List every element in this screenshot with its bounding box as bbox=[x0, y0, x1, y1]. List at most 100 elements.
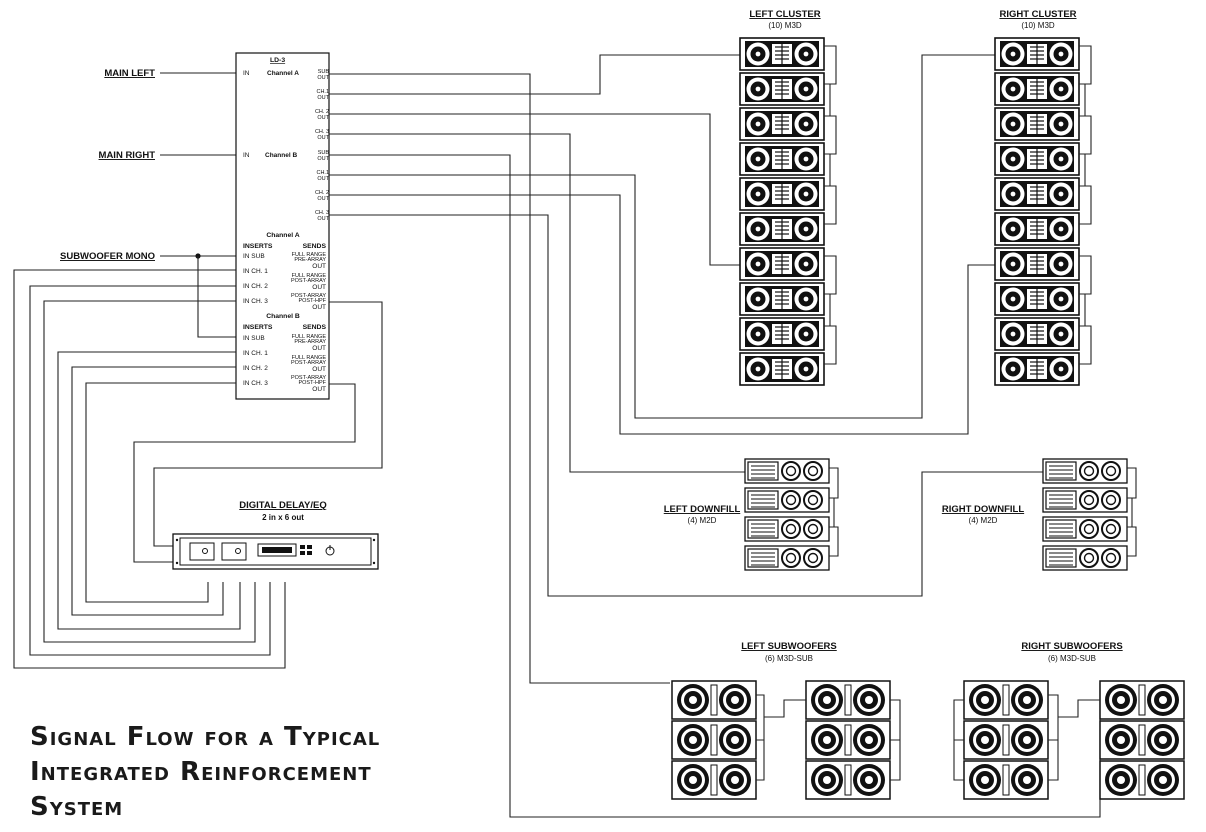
left-subwoofers-title: LEFT SUBWOOFERS bbox=[741, 641, 837, 652]
delay-knob-2 bbox=[235, 548, 241, 554]
send-a2-mid: POST-ARRAY bbox=[291, 278, 326, 284]
out-a-ch2-2: OUT bbox=[317, 115, 329, 121]
right-downfill-speaker bbox=[1042, 516, 1128, 542]
inserts-channel-b-label: Channel B bbox=[266, 313, 300, 320]
left-cluster-speaker bbox=[739, 177, 825, 211]
left-downfill-speaker bbox=[744, 458, 830, 484]
insert-b-sub: IN SUB bbox=[243, 335, 265, 342]
out-b-ch3-2: OUT bbox=[317, 216, 329, 222]
out-a-sub-1: SUB bbox=[318, 69, 330, 75]
left-cluster-speaker bbox=[739, 212, 825, 246]
right-cluster: RIGHT CLUSTER (10) M3D bbox=[994, 9, 1092, 386]
insert-a-ch3: IN CH. 3 bbox=[243, 298, 268, 305]
right-downfill: RIGHT DOWNFILL (4) M2D bbox=[942, 458, 1137, 571]
left-subwoofer bbox=[805, 720, 891, 760]
delay-module-2 bbox=[221, 542, 247, 561]
left-cluster-subtitle: (10) M3D bbox=[768, 21, 802, 30]
main-right-label: MAIN RIGHT bbox=[99, 150, 156, 161]
left-downfill-speaker bbox=[744, 516, 830, 542]
ld3-in-b: IN bbox=[243, 152, 250, 159]
out-b-ch2-1: CH. 2 bbox=[315, 190, 329, 196]
out-b-ch2-2: OUT bbox=[317, 196, 329, 202]
out-a-ch1-2: OUT bbox=[317, 95, 329, 101]
send-a1-mid: PRE-ARRAY bbox=[294, 257, 326, 263]
ld3-processor: LD-3 IN Channel A IN Channel B SUB OUT C… bbox=[235, 52, 330, 400]
inserts-b-label: INSERTS bbox=[243, 324, 273, 331]
right-subwoofers-subtitle: (6) M3D-SUB bbox=[1048, 654, 1096, 663]
insert-b-ch2: IN CH. 2 bbox=[243, 365, 268, 372]
left-cluster-title: LEFT CLUSTER bbox=[749, 9, 820, 20]
sends-a-label: SENDS bbox=[303, 243, 327, 250]
right-downfill-subtitle: (4) M2D bbox=[969, 516, 998, 525]
left-subwoofers: LEFT SUBWOOFERS (6) M3D-SUB bbox=[671, 641, 901, 800]
main-right-input: MAIN RIGHT bbox=[99, 150, 236, 161]
diagram-title: Signal Flow for a Typical Integrated Rei… bbox=[30, 720, 450, 825]
out-b-sub-2: OUT bbox=[317, 156, 329, 162]
left-cluster: LEFT CLUSTER (10) M3D bbox=[739, 9, 837, 386]
right-cluster-speaker bbox=[994, 37, 1080, 71]
send-b1-mid: PRE-ARRAY bbox=[294, 339, 326, 345]
send-b1-top: FULL RANGE bbox=[292, 334, 327, 340]
left-cluster-speaker bbox=[739, 317, 825, 351]
right-subwoofer bbox=[1099, 720, 1185, 760]
send-b3-out: OUT bbox=[312, 386, 326, 393]
right-cluster-speaker bbox=[994, 177, 1080, 211]
left-subwoofer bbox=[671, 760, 757, 800]
send-a2-out: OUT bbox=[312, 284, 326, 291]
send-a3-top: POST-ARRAY bbox=[291, 293, 326, 299]
out-a-ch3-1: CH. 3 bbox=[315, 129, 329, 135]
subwoofer-mono-input: SUBWOOFER MONO bbox=[60, 251, 236, 338]
ld3-channel-b-label: Channel B bbox=[265, 152, 297, 159]
right-cluster-speaker bbox=[994, 107, 1080, 141]
out-b-ch1-1: CH.1 bbox=[316, 170, 329, 176]
left-cluster-speaker bbox=[739, 247, 825, 281]
send-a1-top: FULL RANGE bbox=[292, 252, 327, 258]
right-cluster-speaker bbox=[994, 212, 1080, 246]
main-left-input: MAIN LEFT bbox=[104, 68, 236, 79]
left-downfill-speaker bbox=[744, 487, 830, 513]
right-downfill-speaker bbox=[1042, 458, 1128, 484]
right-cluster-title: RIGHT CLUSTER bbox=[999, 9, 1076, 20]
right-subwoofer bbox=[963, 760, 1049, 800]
right-cluster-subtitle: (10) M3D bbox=[1021, 21, 1055, 30]
left-cluster-speaker bbox=[739, 282, 825, 316]
left-subwoofer bbox=[805, 680, 891, 720]
right-downfill-speaker bbox=[1042, 487, 1128, 513]
left-cluster-speaker bbox=[739, 142, 825, 176]
out-a-sub-2: OUT bbox=[317, 75, 329, 81]
right-cluster-speaker bbox=[994, 142, 1080, 176]
left-downfill-speaker bbox=[744, 545, 830, 571]
send-b3-mid: POST-HPF bbox=[298, 380, 326, 386]
send-a2-top: FULL RANGE bbox=[292, 273, 327, 279]
left-downfill: LEFT DOWNFILL (4) M2D bbox=[664, 458, 839, 571]
send-a3-mid: POST-HPF bbox=[298, 298, 326, 304]
ld3-box bbox=[235, 52, 330, 400]
out-a-ch2-1: CH. 2 bbox=[315, 109, 329, 115]
right-cluster-speaker bbox=[994, 282, 1080, 316]
left-cluster-speaker bbox=[739, 107, 825, 141]
right-subwoofers: RIGHT SUBWOOFERS (6) M3D-SUB bbox=[953, 641, 1185, 800]
right-subwoofer bbox=[963, 680, 1049, 720]
right-cluster-speaker bbox=[994, 72, 1080, 106]
left-downfill-subtitle: (4) M2D bbox=[688, 516, 717, 525]
insert-a-sub: IN SUB bbox=[243, 253, 265, 260]
delay-display-screen bbox=[262, 547, 292, 553]
left-cluster-speaker bbox=[739, 352, 825, 386]
send-b2-mid: POST-ARRAY bbox=[291, 360, 326, 366]
delay-module-1 bbox=[189, 542, 215, 561]
left-subwoofer bbox=[805, 760, 891, 800]
main-left-label: MAIN LEFT bbox=[104, 68, 155, 79]
title-line-3: System bbox=[30, 792, 124, 822]
insert-loop-wiring bbox=[13, 269, 383, 669]
inserts-channel-a-label: Channel A bbox=[266, 232, 299, 239]
ld3-name: LD-3 bbox=[270, 57, 285, 64]
out-b-ch3-1: CH. 3 bbox=[315, 210, 329, 216]
left-subwoofer bbox=[671, 680, 757, 720]
title-line-2: Integrated Reinforcement bbox=[30, 757, 372, 787]
sends-b-label: SENDS bbox=[303, 324, 327, 331]
send-a3-out: OUT bbox=[312, 304, 326, 311]
send-b1-out: OUT bbox=[312, 345, 326, 352]
send-b2-out: OUT bbox=[312, 366, 326, 373]
